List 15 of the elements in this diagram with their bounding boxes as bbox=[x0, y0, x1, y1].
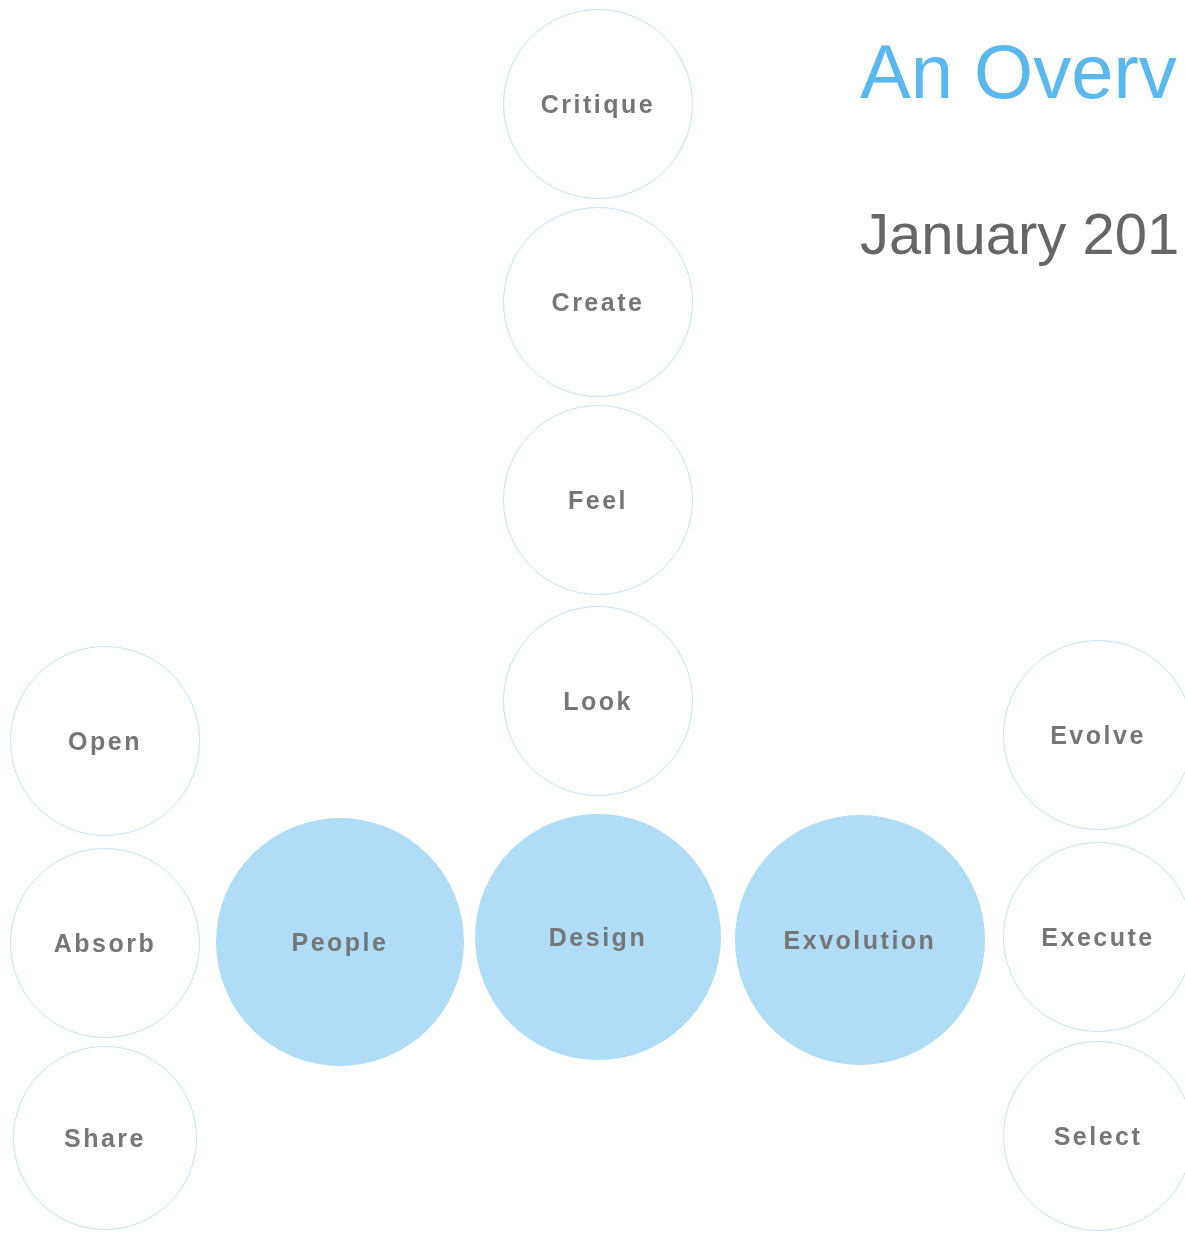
circle-label: People bbox=[291, 927, 389, 957]
date-text: January 201 bbox=[860, 200, 1180, 267]
title: An Overv bbox=[860, 28, 1177, 115]
circle-label: Design bbox=[548, 922, 648, 952]
circle-label: Evolve bbox=[1050, 720, 1146, 750]
circle-label: Create bbox=[551, 287, 645, 317]
circle-label: Exvolution bbox=[783, 925, 937, 955]
circle-label: Share bbox=[64, 1123, 146, 1153]
circle-label: Open bbox=[68, 726, 142, 756]
circle-label: Execute bbox=[1041, 922, 1155, 952]
circle-label: Absorb bbox=[53, 928, 157, 958]
circle-label: Look bbox=[563, 686, 633, 716]
circle-label: Feel bbox=[568, 485, 628, 515]
circle-label: Critique bbox=[540, 89, 656, 119]
circle-label: Select bbox=[1053, 1121, 1143, 1151]
